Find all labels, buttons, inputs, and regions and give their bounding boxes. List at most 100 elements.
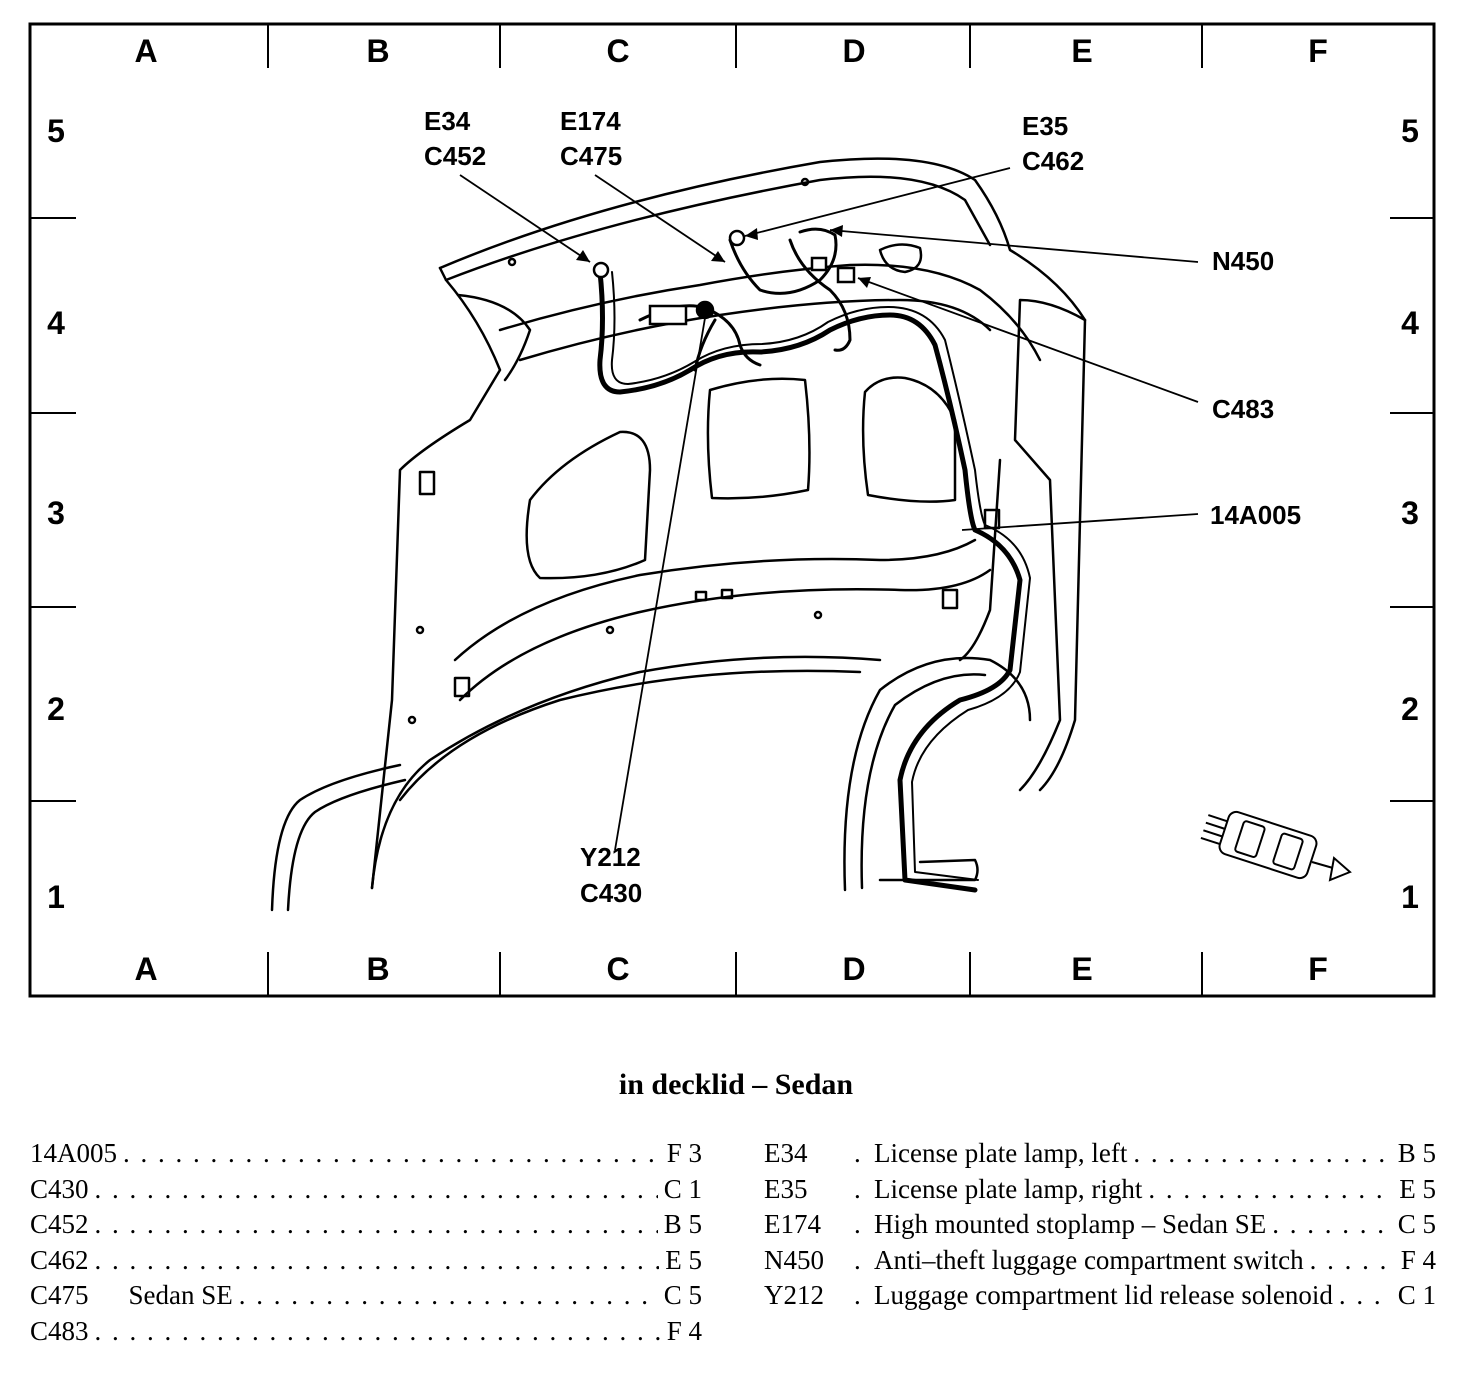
connector-symbols xyxy=(592,229,856,326)
legend-leader-dots: . . . . xyxy=(854,1173,866,1204)
legend-leader-dots: . . . . . . . . . . . . . . . . . . . . … xyxy=(1272,1209,1392,1239)
callout-c462: C462 xyxy=(1022,146,1084,176)
legend-code: C462 xyxy=(30,1244,89,1275)
legend-left-column: 14A005. . . . . . . . . . . . . . . . . … xyxy=(30,1136,702,1349)
legend-row: C475 Sedan SE. . . . . . . . . . . . . . … xyxy=(30,1278,702,1314)
legend-leader-dots: . . . . . . . . . . . . . . . . . . . . … xyxy=(94,1209,658,1239)
row-label-right-5: 5 xyxy=(1401,113,1419,149)
legend-leader-dots: . . . . . . . . . . . . . . . . . . . . … xyxy=(1338,1280,1392,1310)
legend-leader-dots: . . . . . . . . . . . . . . . . . . . . … xyxy=(123,1138,661,1168)
callout-e35: E35 xyxy=(1022,111,1068,141)
row-label-right-3: 3 xyxy=(1401,495,1419,531)
row-label-left-2: 2 xyxy=(47,691,65,727)
legend-row: E174 . . . . High mounted stoplamp – Sedan… xyxy=(764,1207,1436,1243)
legend-code: C483 xyxy=(30,1315,89,1346)
legend-code: N450 xyxy=(764,1244,824,1275)
column-label-bottom-e: E xyxy=(1071,951,1092,987)
legend-code: C430 xyxy=(30,1173,89,1204)
row-label-right-4: 4 xyxy=(1401,305,1419,341)
column-dividers xyxy=(267,24,1203,996)
leader-arrowheads xyxy=(576,225,871,288)
callout-n450: N450 xyxy=(1212,246,1274,276)
legend-grid-location: B 5 xyxy=(1397,1138,1436,1168)
legend-description: Anti–theft luggage compartment switch xyxy=(874,1244,1304,1275)
wiring-harness xyxy=(597,227,1031,893)
callout-e34: E34 xyxy=(424,106,471,136)
legend-row: 14A005. . . . . . . . . . . . . . . . . … xyxy=(30,1136,702,1172)
legend-leader-dots: . . . . xyxy=(854,1280,866,1310)
row-label-left-5: 5 xyxy=(47,113,65,149)
callout-c452: C452 xyxy=(424,141,486,171)
grid-frame xyxy=(28,22,1436,998)
legend-right-column: E34. . . .License plate lamp, left. . . … xyxy=(764,1136,1436,1314)
row-label-right-1: 1 xyxy=(1401,879,1419,915)
diagram-caption: in decklid – Sedan xyxy=(618,1068,854,1101)
row-label-right-2: 2 xyxy=(1401,691,1419,727)
leader-lines xyxy=(459,167,1199,851)
legend-description: License plate lamp, left xyxy=(874,1138,1128,1168)
legend-leader-dots: . . . . . . . . . . . . . . . . . . . . … xyxy=(94,1315,661,1346)
legend-leader-dots: . . . . . . . . . . . . . . . . . . . . … xyxy=(1148,1173,1393,1204)
callout-14a005: 14A005 xyxy=(1210,500,1301,530)
legend-leader-dots: . . . . . . . . . . . . . . . . . . . . … xyxy=(94,1244,660,1275)
legend-row: Y212 . . . . Luggage compartment lid relea… xyxy=(764,1278,1436,1314)
column-label-bottom-c: C xyxy=(606,951,629,987)
legend-grid-location: C 5 xyxy=(1397,1209,1436,1239)
legend-row: C452. . . . . . . . . . . . . . . . . . … xyxy=(30,1207,702,1243)
legend-grid-location: B 5 xyxy=(663,1209,702,1239)
callout-c430: C430 xyxy=(580,878,642,908)
row-label-left-4: 4 xyxy=(47,305,65,341)
legend-grid-location: F 3 xyxy=(666,1138,702,1168)
legend-code: C475 xyxy=(30,1280,89,1310)
legend-grid-location: F 4 xyxy=(1400,1244,1436,1275)
legend-grid-location: E 5 xyxy=(665,1244,702,1275)
legend-leader-dots: . . . . . . . . . . . . . . . . . . . . … xyxy=(94,1173,658,1204)
legend-row: C462. . . . . . . . . . . . . . . . . . … xyxy=(30,1243,702,1279)
legend-code: E35 xyxy=(764,1173,808,1204)
legend-leader-dots: . . . . . . . . . . . . . . . . . . . . … xyxy=(1133,1138,1391,1168)
legend-grid-location: C 1 xyxy=(1397,1280,1436,1310)
row-label-left-3: 3 xyxy=(47,495,65,531)
column-label-bottom-d: D xyxy=(842,951,865,987)
legend-leader-dots: . . . . . . . . . . . . . . . . . . . . … xyxy=(238,1280,658,1310)
callout-c483: C483 xyxy=(1212,394,1274,424)
legend-code: 14A005 xyxy=(30,1138,117,1168)
legend-code: C452 xyxy=(30,1209,89,1239)
legend-description: Sedan SE xyxy=(128,1280,233,1310)
legend-code: Y212 xyxy=(764,1280,824,1310)
legend-description: High mounted stoplamp – Sedan SE xyxy=(874,1209,1267,1239)
callout-c475: C475 xyxy=(560,141,622,171)
legend-description: License plate lamp, right xyxy=(874,1173,1143,1204)
row-label-left-1: 1 xyxy=(47,879,65,915)
column-label-top-d: D xyxy=(842,33,865,69)
legend-grid-location: E 5 xyxy=(1399,1173,1436,1204)
legend-row: C430. . . . . . . . . . . . . . . . . . … xyxy=(30,1172,702,1208)
column-label-top-b: B xyxy=(366,33,389,69)
legend-code: E34 xyxy=(764,1138,808,1168)
legend-row: E34 . . . . License plate lamp, left. . . … xyxy=(764,1136,1436,1172)
legend-leader-dots: . . . . . . . . . . . . . . . . . . . . … xyxy=(1309,1244,1395,1275)
legend-code: E174 xyxy=(764,1209,821,1239)
column-label-top-f: F xyxy=(1308,33,1328,69)
column-label-bottom-f: F xyxy=(1308,951,1328,987)
callout-e174: E174 xyxy=(560,106,621,136)
row-dividers xyxy=(30,217,1434,802)
decklid-location-diagram: A B C D E F A B C D E F 5 4 3 2 1 5 4 3 … xyxy=(28,22,1436,998)
legend-grid-location: C 1 xyxy=(663,1173,702,1204)
legend-grid-location: F 4 xyxy=(666,1315,702,1346)
legend-leader-dots: . . . . xyxy=(854,1244,866,1275)
legend-leader-dots: . . . . xyxy=(854,1138,866,1168)
column-label-bottom-a: A xyxy=(134,951,157,987)
column-label-bottom-b: B xyxy=(366,951,389,987)
callout-y212: Y212 xyxy=(580,842,641,872)
column-label-top-e: E xyxy=(1071,33,1092,69)
column-label-top-c: C xyxy=(606,33,629,69)
legend-row: N450 . . . . Anti–theft luggage compartmen… xyxy=(764,1243,1436,1279)
legend-grid-location: C 5 xyxy=(663,1280,702,1310)
decklid-drawing xyxy=(270,157,1087,912)
legend-row: C483. . . . . . . . . . . . . . . . . . … xyxy=(30,1314,702,1350)
column-label-top-a: A xyxy=(134,33,157,69)
legend-description: Luggage compartment lid release solenoid xyxy=(874,1280,1333,1310)
legend-row: E35 . . . . License plate lamp, right. . .… xyxy=(764,1172,1436,1208)
legend-leader-dots: . . . . xyxy=(854,1209,866,1239)
